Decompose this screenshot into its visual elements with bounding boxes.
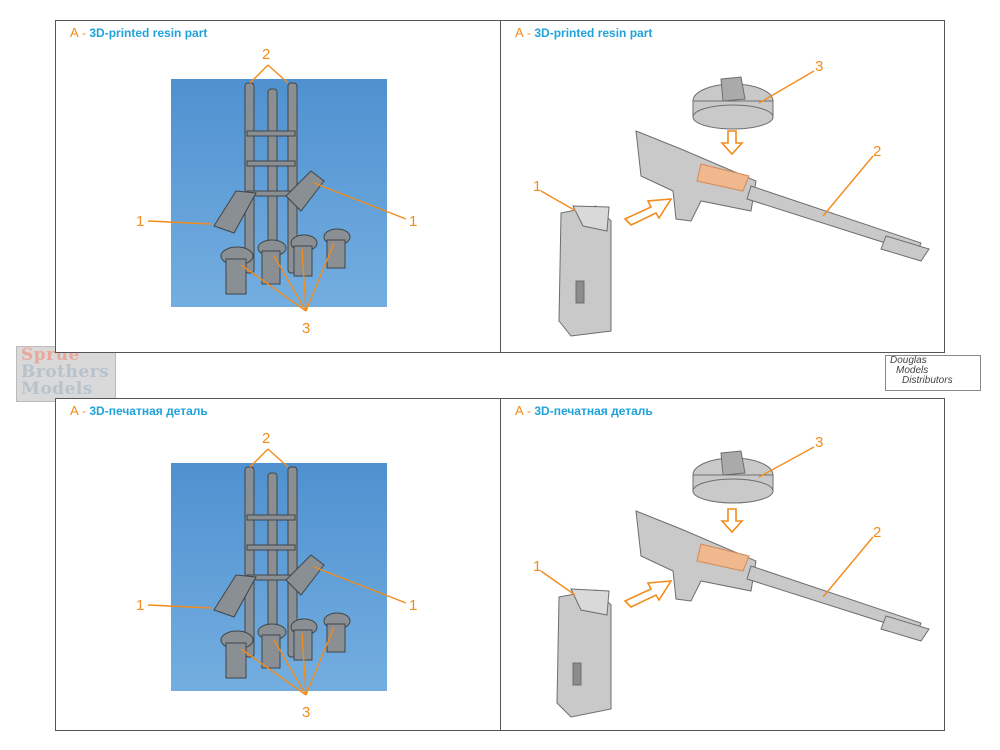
callout-3: 3: [302, 704, 310, 721]
panel-top-left: A - 3D-printed resin part: [55, 20, 501, 353]
part-letter: A: [70, 403, 79, 418]
panel-bottom-left: A - 3D-печатная деталь: [55, 398, 501, 731]
part-letter: A: [515, 25, 524, 40]
douglas-line-1: Douglas: [890, 355, 927, 366]
callout-1-right: 1: [409, 213, 417, 230]
callout-2: 2: [873, 524, 881, 541]
callout-lines: [540, 70, 874, 217]
callout-2: 2: [873, 143, 881, 160]
sprue-parts: [213, 466, 351, 679]
part-letter: A: [515, 403, 524, 418]
assembly-arrows: [623, 130, 744, 226]
panel-caption: A - 3D-печатная деталь: [515, 403, 653, 418]
callout-3: 3: [815, 58, 823, 75]
panel-caption: A - 3D-printed resin part: [70, 25, 208, 40]
callout-1-left: 1: [136, 597, 144, 614]
callout-2: 2: [262, 46, 270, 63]
callout-lines: [147, 448, 407, 696]
callout-1-right: 1: [409, 597, 417, 614]
callout-3: 3: [302, 320, 310, 337]
callout-3: 3: [815, 434, 823, 451]
callout-1: 1: [533, 558, 541, 575]
sprue-brothers-watermark: Sprue Brothers Models: [16, 346, 116, 402]
gun-illustration: 3 2 1: [533, 58, 930, 337]
caption-text: 3D-printed resin part: [534, 26, 653, 40]
caption-text: 3D-печатная деталь: [89, 404, 208, 418]
panel-bottom-right: A - 3D-печатная деталь 3 2 1: [500, 398, 945, 731]
gun-parts: [558, 76, 930, 337]
panel-caption: A - 3D-printed resin part: [515, 25, 653, 40]
caption-text: 3D-печатная деталь: [534, 404, 653, 418]
gun-parts: [556, 450, 930, 718]
caption-text: 3D-printed resin part: [89, 26, 208, 40]
douglas-models-watermark: Douglas Models Distributors: [885, 355, 981, 391]
callout-2: 2: [262, 430, 270, 447]
watermark-line-3: Models: [21, 379, 93, 399]
callout-lines: [147, 64, 407, 312]
part-letter: A: [70, 25, 79, 40]
sprue-illustration: 2 1 1 3: [136, 430, 417, 721]
assembly-arrows: [623, 508, 744, 608]
sprue-parts: [213, 82, 351, 295]
gun-illustration: 3 2 1: [533, 434, 930, 718]
panel-top-right: A - 3D-printed resin part 3 2 1: [500, 20, 945, 353]
sprue-illustration: 2 1 1 3: [136, 46, 417, 337]
callout-1: 1: [533, 178, 541, 195]
panel-caption: A - 3D-печатная деталь: [70, 403, 208, 418]
callout-1-left: 1: [136, 213, 144, 230]
watermark-line-2: Brothers: [21, 362, 110, 382]
douglas-line-3: Distributors: [902, 375, 953, 386]
douglas-line-2: Models: [896, 365, 929, 376]
callout-lines: [540, 446, 874, 598]
